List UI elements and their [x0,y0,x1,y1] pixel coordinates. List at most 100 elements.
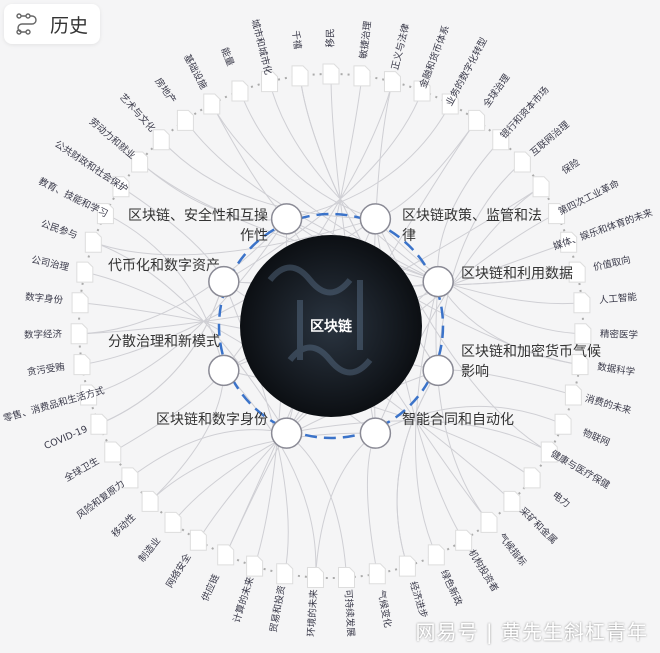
document-node-icon[interactable] [90,413,108,435]
document-node-icon[interactable] [413,80,431,102]
outer-node-label[interactable]: 移民 [325,28,337,48]
document-node-icon[interactable] [568,261,586,283]
document-node-icon[interactable] [513,151,531,173]
document-node-icon[interactable] [398,555,416,577]
watermark: 网易号 | 黄先生斜杠青年 [415,620,648,644]
topic-label[interactable]: 区块链和加密货币气候影响 [461,344,601,380]
document-node-icon[interactable] [427,544,445,566]
topic-label[interactable]: 区块链、安全性和互操作性 [128,208,268,244]
document-node-icon[interactable] [276,563,294,585]
document-node-icon[interactable] [121,467,139,489]
document-node-icon[interactable] [164,511,182,533]
topic-node[interactable] [270,203,303,235]
document-node-icon[interactable] [560,231,578,253]
document-node-icon[interactable] [383,71,401,93]
document-node-icon[interactable] [231,80,249,102]
history-label: 历史 [50,14,89,37]
document-node-icon[interactable] [189,529,207,551]
link-line [286,420,550,453]
document-node-icon[interactable] [338,567,356,589]
document-node-icon[interactable] [176,109,194,131]
link-line [105,213,225,371]
document-node-icon[interactable] [76,261,94,283]
document-node-icon[interactable] [480,511,498,533]
document-node-icon[interactable] [261,71,279,93]
document-node-icon[interactable] [84,231,102,253]
topic-label[interactable]: 分散治理和新模式 [108,334,220,350]
topic-node[interactable] [422,265,454,298]
topic-label[interactable]: 代币化和数字资产 [108,258,220,274]
link-line [437,161,523,371]
document-node-icon[interactable] [322,63,340,85]
link-line [414,281,439,556]
history-button[interactable]: 历史 [4,4,100,44]
document-node-icon[interactable] [441,93,459,115]
document-node-icon[interactable] [73,354,91,376]
link-line [88,218,288,396]
topic-node[interactable] [208,354,240,387]
document-node-icon[interactable] [96,203,114,225]
topic-node[interactable] [208,265,240,298]
document-node-icon[interactable] [503,490,521,512]
link-line [286,103,451,220]
document-node-icon[interactable] [468,109,486,131]
document-node-icon[interactable] [523,467,541,489]
document-node-icon[interactable] [70,323,88,345]
topic-label[interactable]: 区块链和数字身份 [156,412,268,428]
center-label[interactable]: 区块链 [310,319,352,335]
document-node-icon[interactable] [540,441,558,463]
topic-node[interactable] [359,203,392,235]
link-line [160,139,376,220]
topic-label[interactable]: 区块链和利用数据 [461,266,573,282]
center-texture [267,264,373,376]
document-node-icon[interactable] [80,384,98,406]
topic-node[interactable] [359,417,392,449]
document-node-icon[interactable] [306,567,324,589]
topic-label[interactable]: 智能合同和自动化 [402,412,514,428]
outer-node-label[interactable]: 精密医学 [599,328,639,341]
link-line [375,218,583,335]
topic-node[interactable] [422,354,454,387]
document-node-icon[interactable] [131,151,149,173]
document-node-icon[interactable] [564,384,582,406]
document-node-icon[interactable] [71,292,89,314]
document-node-icon[interactable] [353,65,371,87]
link-line [79,218,287,335]
outer-node-label[interactable]: 数字经济 [23,328,63,341]
link-line [98,281,225,425]
document-node-icon[interactable] [554,413,572,435]
link-line [366,432,378,574]
link-line [435,281,490,523]
link-line [286,432,348,578]
document-node-icon[interactable] [455,529,473,551]
link-line [149,370,225,502]
document-node-icon[interactable] [532,176,550,198]
document-node-icon[interactable] [571,354,589,376]
link-line [375,120,478,220]
document-node-icon[interactable] [112,176,130,198]
topic-node[interactable] [270,417,303,449]
outer-node-label[interactable]: 千禧 [288,30,303,51]
document-node-icon[interactable] [152,129,170,151]
document-node-icon[interactable] [217,544,235,566]
document-node-icon[interactable] [246,555,264,577]
document-node-icon[interactable] [548,203,566,225]
inner-dashed-ring [217,212,445,440]
document-node-icon[interactable] [492,129,510,151]
center-node[interactable] [240,235,422,417]
link-line [223,370,317,578]
document-node-icon[interactable] [104,441,122,463]
topic-label[interactable]: 区块链政策、监管和法律 [402,208,542,244]
document-node-icon[interactable] [368,563,386,585]
document-node-icon[interactable] [141,490,159,512]
link-line [396,370,439,567]
document-node-icon[interactable] [203,93,221,115]
route-icon [16,13,37,35]
document-node-icon[interactable] [573,292,591,314]
link-line [149,432,376,502]
document-node-icon[interactable] [291,65,309,87]
link-line [93,241,288,434]
document-node-icon[interactable] [574,323,592,345]
link-line [375,405,564,434]
